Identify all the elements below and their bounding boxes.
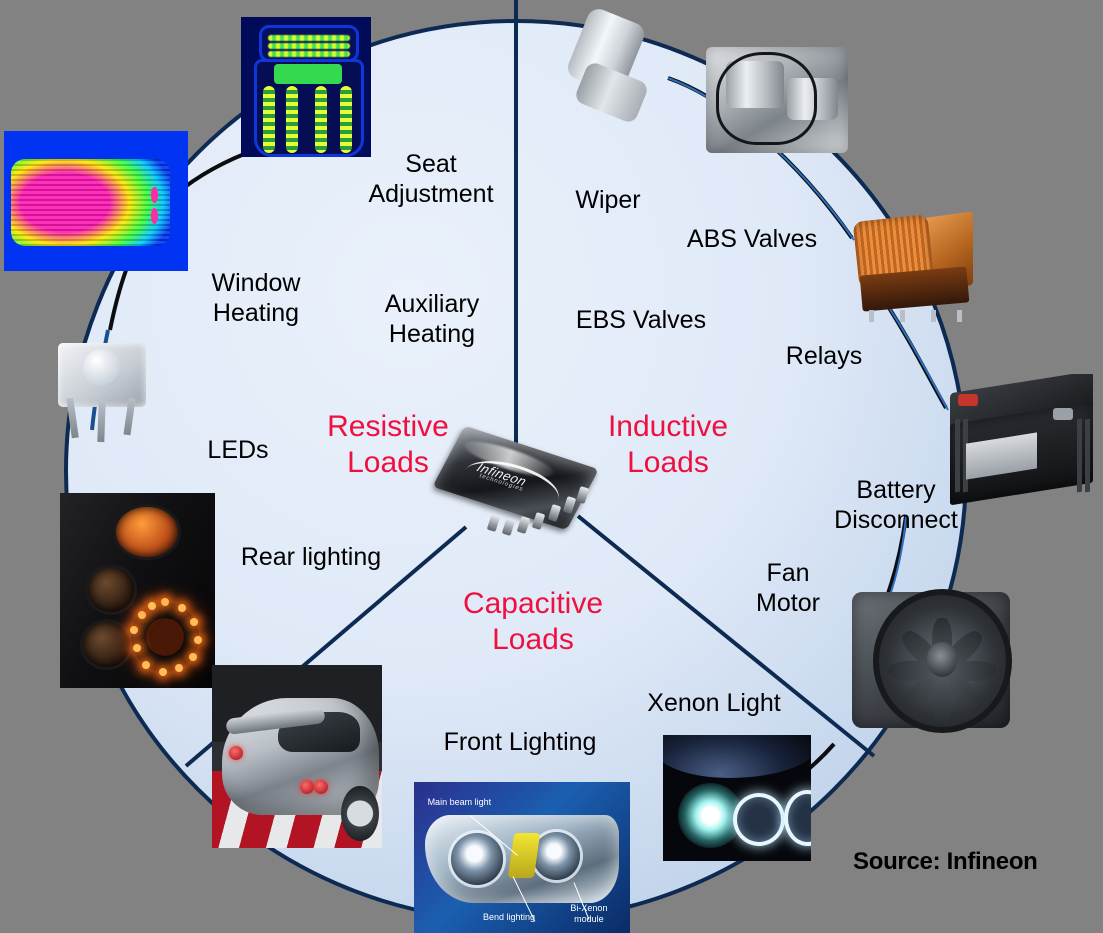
photo-cooling-fan <box>845 575 1017 745</box>
label-leds: LEDs <box>207 436 269 464</box>
label-relays: Relays <box>785 342 863 370</box>
label-battery-disconnect: Battery Disconnect <box>834 476 958 534</box>
seat-backrest <box>259 25 359 63</box>
category-resistive-loads: Resistive Loads <box>327 410 449 479</box>
photo-relay-coil <box>848 204 978 324</box>
photo-car-battery <box>944 374 1099 514</box>
divider-lower-right <box>576 514 876 758</box>
label-wiper: Wiper <box>575 186 641 214</box>
relay-base <box>859 266 969 312</box>
car-tail-light <box>314 780 328 795</box>
photo-headlamp-module: Main beam light Bend lighting Bi-Xenon m… <box>414 782 630 933</box>
thermal-hotspot <box>151 208 159 224</box>
gearbox <box>573 60 650 124</box>
battery-terminal-positive <box>957 393 979 407</box>
label-rear-lighting: Rear lighting <box>240 543 382 571</box>
callout-bi-xenon-module: Bi-Xenon module <box>570 902 608 924</box>
label-seat-adjustment: Seat Adjustment <box>368 150 494 208</box>
thermal-blob <box>11 159 170 246</box>
fan-ring <box>872 588 1012 734</box>
main-beam-projector <box>450 833 503 885</box>
photo-abs-valve-block <box>692 30 862 170</box>
callout-bend-lighting: Bend lighting <box>483 911 536 922</box>
label-window-heating: Window Heating <box>211 269 301 327</box>
photo-led-component <box>47 334 157 444</box>
angel-eye-ring <box>784 790 811 847</box>
label-xenon-light: Xenon Light <box>647 689 781 717</box>
category-capacitive-loads: Capacitive Loads <box>462 587 604 656</box>
photo-wiper-motor <box>540 4 670 124</box>
source-attribution: Source: Infineon <box>853 848 1038 875</box>
bi-xenon-projector <box>532 831 581 881</box>
xenon-burner-glow <box>677 782 743 849</box>
photo-tail-lamp <box>60 493 215 688</box>
label-ebs-valves: EBS Valves <box>575 306 707 334</box>
harness-wire <box>715 52 817 146</box>
bonnet-shadow <box>663 735 811 778</box>
callout-main-beam-light: Main beam light <box>427 797 492 808</box>
rear-wheel <box>341 785 379 841</box>
label-fan-motor: Fan Motor <box>756 559 820 617</box>
photo-xenon-headlight <box>663 735 811 861</box>
led-brake-ring <box>129 597 203 677</box>
label-auxiliary-heating: Auxiliary Heating <box>384 290 480 348</box>
label-front-lighting: Front Lighting <box>443 728 597 756</box>
battery-terminal-negative <box>1052 407 1073 421</box>
photo-silver-coupe <box>212 665 382 848</box>
label-abs-valves: ABS Valves <box>686 225 818 253</box>
fog-lens <box>83 621 130 667</box>
reverse-lens <box>87 567 135 612</box>
fan-hub <box>926 642 958 677</box>
thermal-hotspot <box>151 187 159 203</box>
seat-cushion <box>254 59 364 157</box>
seat-warm-zone <box>273 63 343 85</box>
photo-thermal-window-heating <box>4 131 188 271</box>
car-tail-light <box>300 780 315 795</box>
car-tail-light <box>229 745 243 760</box>
led-dome <box>83 349 121 387</box>
angel-eye-ring <box>732 792 785 847</box>
indicator-lens <box>115 506 178 558</box>
category-inductive-loads: Inductive Loads <box>607 410 729 479</box>
photo-thermal-seat-heating <box>241 17 371 157</box>
